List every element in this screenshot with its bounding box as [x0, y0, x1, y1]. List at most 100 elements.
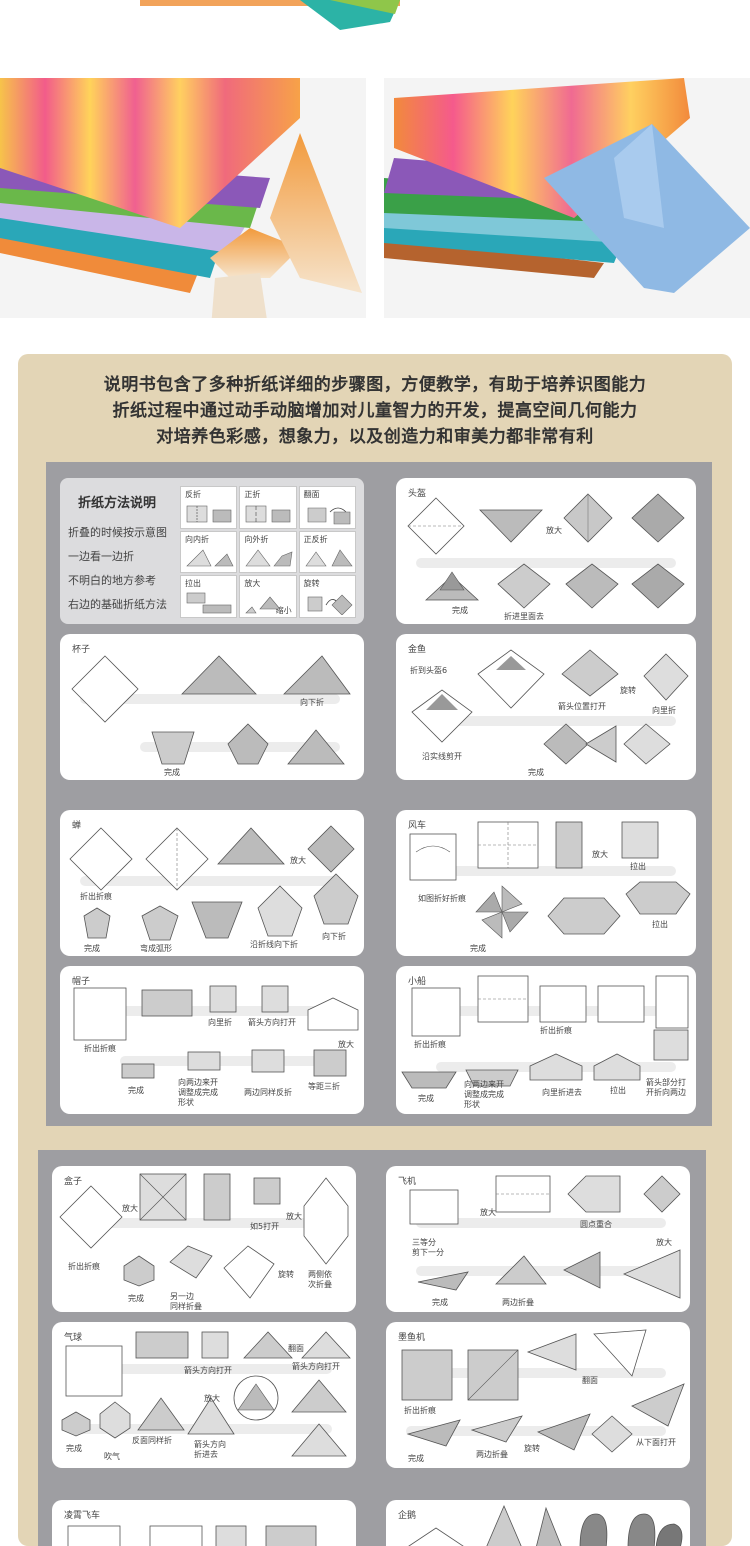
legend-cell: 旋转	[298, 575, 356, 618]
diagram-box	[303, 1177, 349, 1265]
diagram-balloon	[61, 1411, 91, 1437]
step-caption: 完成	[452, 606, 468, 615]
card-penguin: 企鹅	[386, 1500, 690, 1546]
diagram-box	[223, 1245, 275, 1299]
diagram-helmet	[477, 649, 545, 709]
diagram-goldfish	[623, 723, 671, 765]
card-helmet: 头盔 放大 完成 折进里面去	[396, 478, 696, 624]
diagram-helmet	[497, 563, 551, 609]
step-caption: 折出折痕	[404, 1406, 436, 1415]
step-caption: 折出折痕	[540, 1026, 572, 1035]
origami-plane-photo	[384, 78, 750, 318]
diagram-cicada	[83, 907, 111, 939]
diagram-square	[409, 833, 457, 881]
diagram-square	[477, 821, 539, 869]
diagram-hat	[251, 1049, 285, 1073]
card-pinwheel: 风车 如图折好折痕 放大 拉出 完成 拉出	[396, 810, 696, 956]
step-caption: 向下折	[322, 932, 346, 941]
card-plane: 飞机 放大 圆点重合 三等分 剪下一分 放大 完成 两边折叠	[386, 1166, 690, 1312]
diagram-helmet	[411, 689, 473, 743]
diagram-hat	[121, 1063, 155, 1079]
step-caption: 向里折进去	[542, 1088, 582, 1097]
step-caption: 箭头方向打开	[184, 1366, 232, 1375]
card-box: 盒子 放大 如5打开 放大 折出折痕 完成 另一边 同样折叠 旋转 两侧依 次折…	[52, 1166, 356, 1312]
diagram-triangle	[479, 509, 543, 543]
card-cup: 杯子 向下折 完成	[60, 634, 364, 780]
diagram-plane	[563, 1251, 601, 1289]
card-cicada: 蝉 放大 折出折痕 完成 弯成弧形 沿折线向下折 向下折	[60, 810, 364, 956]
card-boat: 小船 折出折痕 折出折痕 完成 向两边来开 调整成完成 形状 向里折进去 拉出 …	[396, 966, 696, 1114]
step-caption: 放大	[290, 856, 306, 865]
card-hat: 帽子 向里折 箭头方向打开 折出折痕 完成 向两边来开 调整成完成 形状 两边同…	[60, 966, 364, 1114]
diagram-hat	[307, 997, 359, 1031]
legend-cell: 正反折	[298, 530, 356, 574]
diagram-boat	[529, 1053, 583, 1081]
step-path	[80, 694, 340, 704]
diagram-goldfish	[543, 723, 617, 765]
diagram-glider	[470, 1415, 523, 1443]
legend-line: 一边看一边折	[68, 550, 134, 563]
step-caption: 放大	[656, 1238, 672, 1247]
legend-line: 折叠的时候按示意图	[68, 526, 167, 539]
legend-title: 折纸方法说明	[78, 496, 157, 511]
diagram-balloon	[99, 1401, 131, 1439]
diagram-plane	[417, 1271, 469, 1291]
diagram-rect	[135, 1331, 189, 1359]
legend-cell: 正折	[239, 486, 297, 529]
diagram-triangle	[187, 1397, 235, 1435]
fold-diagram-icon	[246, 505, 291, 522]
step-caption: 拉出	[610, 1086, 626, 1095]
diagram-plane	[495, 1255, 547, 1285]
diagram-rect	[209, 985, 237, 1013]
diagram-square	[59, 1185, 123, 1249]
step-caption: 向里折	[208, 1018, 232, 1027]
legend-symbol-grid: 反折 正折 翻面 向内折 向外折 正反折 拉出 放大缩小 旋转	[180, 486, 356, 618]
legend-cell: 放大缩小	[239, 575, 297, 618]
diagram-helmet	[424, 571, 480, 601]
step-caption: 从下面打开	[636, 1438, 676, 1447]
step-caption: 弯成弧形	[140, 944, 172, 953]
diagram-square	[139, 1173, 187, 1221]
diagram-pinwheel	[547, 897, 621, 935]
folding-method-legend: 折纸方法说明 折叠的时候按示意图 一边看一边折 不明白的地方参考 右边的基础折纸…	[60, 478, 364, 624]
intro-line-2: 折纸过程中通过动手动脑增加对儿童智力的开发，提高空间几何能力	[112, 401, 638, 421]
diagram-rect	[655, 975, 689, 1029]
legend-cell-label: 向内折	[185, 534, 209, 544]
diagram-rect	[555, 821, 583, 869]
step-caption: 箭头位置打开	[558, 702, 606, 711]
diagram-triangle	[181, 655, 257, 695]
step-caption: 向两边来开 调整成完成 形状	[178, 1078, 218, 1107]
diagram-helmet	[561, 649, 619, 697]
step-path	[80, 876, 340, 886]
legend-cell: 拉出	[180, 575, 238, 618]
diagram-cicada	[191, 901, 243, 939]
legend-cell-label: 正折	[244, 490, 261, 499]
diagram-fold	[643, 653, 689, 701]
card-title: 小船	[408, 977, 427, 987]
legend-cell-label: 旋转	[303, 579, 320, 589]
step-caption: 翻面	[288, 1344, 304, 1353]
diagram-plane	[643, 1175, 681, 1213]
diagram-boat	[465, 1069, 519, 1087]
card-title: 蝉	[72, 821, 82, 831]
step-path	[416, 1266, 666, 1276]
diagram-triangle	[217, 827, 285, 865]
diagram-rect	[409, 1189, 459, 1225]
diagram-square	[539, 985, 587, 1023]
legend-cell-label: 缩小	[275, 606, 292, 615]
diagram-hat	[313, 1049, 347, 1077]
diagram-plane	[622, 1249, 681, 1299]
diagram-rect	[201, 1331, 229, 1359]
diagram-hat	[187, 1051, 221, 1071]
pull-out-icon	[186, 592, 232, 614]
step-caption: 另一边 同样折叠	[170, 1292, 202, 1311]
step-caption: 放大	[338, 1040, 354, 1049]
card-title: 凌霄飞车	[64, 1511, 101, 1521]
diagram-triangle	[243, 1331, 293, 1359]
diagram-cicada	[257, 885, 303, 937]
step-caption: 箭头方向打开	[248, 1018, 296, 1027]
fold-diagram-icon	[186, 549, 234, 567]
step-caption: 旋转	[524, 1444, 540, 1453]
diagram-square	[467, 1349, 519, 1401]
card-title: 气球	[64, 1333, 83, 1343]
